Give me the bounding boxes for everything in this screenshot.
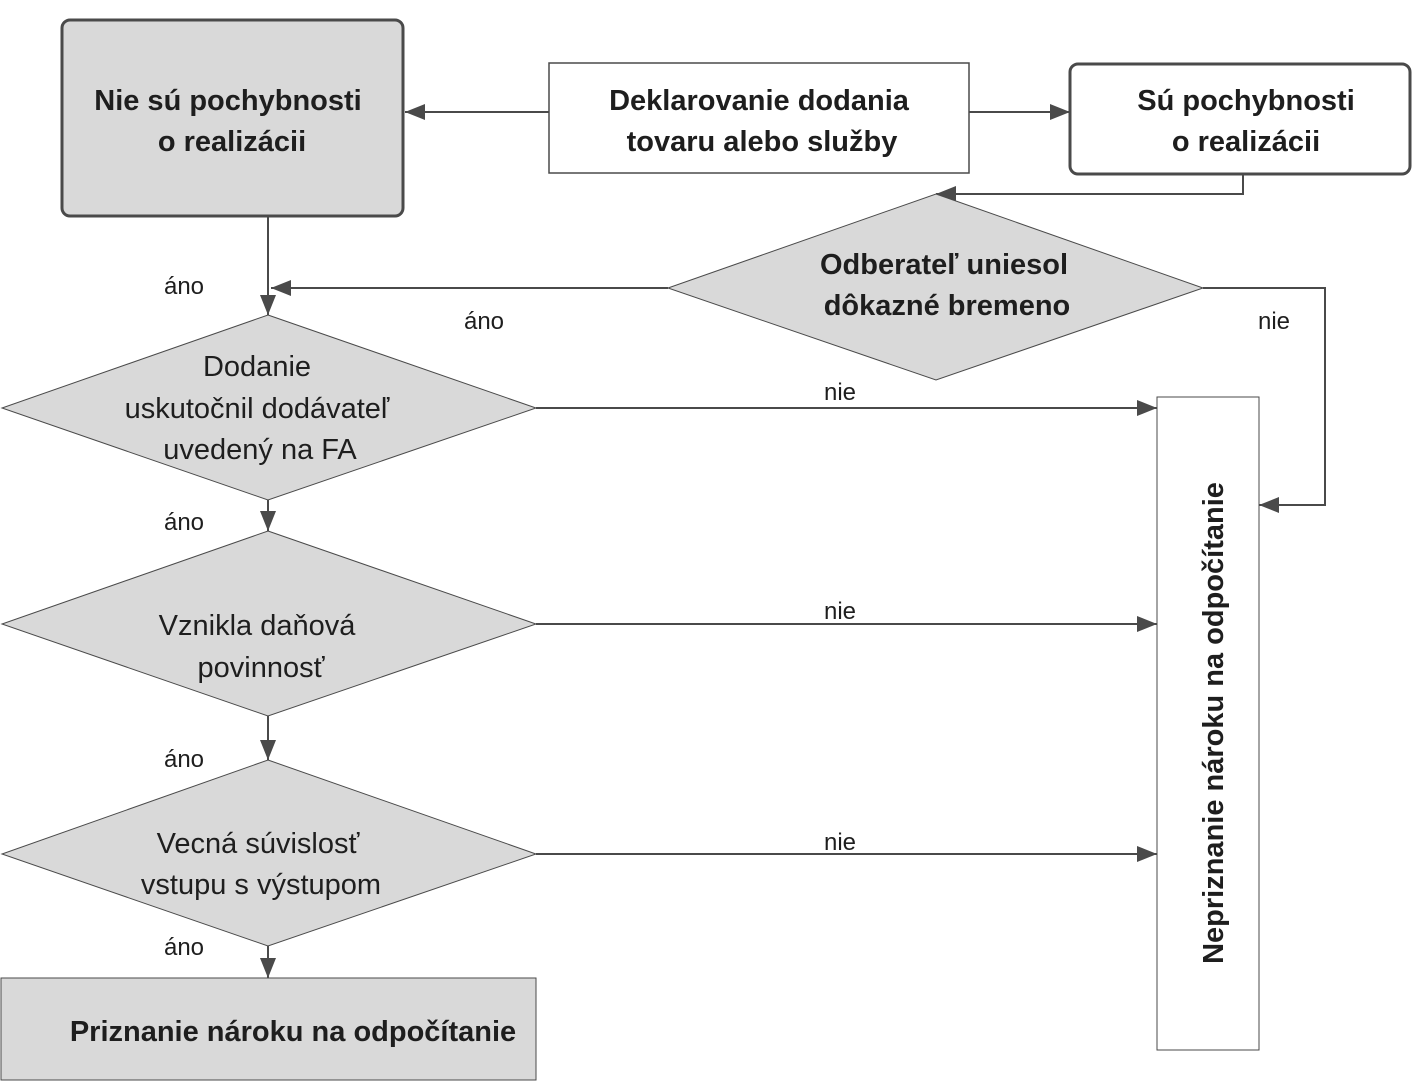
node-granted: Priznanie nároku na odpočítanie (0, 977, 537, 1081)
node-doubts-line1: Sú pochybnosti (1137, 85, 1355, 117)
node-tax-liability-line1: Vznikla daňová (159, 610, 357, 642)
node-declaration-box (548, 62, 970, 174)
node-doubts: Sú pochybnosti o realizácii (1068, 62, 1412, 176)
node-relation-line1: Vecná súvislosť (157, 828, 361, 860)
node-denied-box (1156, 396, 1260, 1051)
node-tax-liability-line2: povinnosť (198, 652, 326, 684)
label-yes-supplier: áno (164, 509, 204, 536)
node-tax-liability: Vznikla daňová povinnosť (0, 530, 538, 717)
node-relation: Vecná súvislosť vstupu s výstupom (0, 759, 538, 947)
node-no-doubts: Nie sú pochybnosti o realizácii (60, 18, 405, 218)
node-no-doubts-line1: Nie sú pochybnosti (94, 85, 361, 117)
label-no-relation: nie (824, 829, 856, 856)
node-doubts-box (1068, 62, 1412, 176)
node-granted-label: Priznanie nároku na odpočítanie (70, 1016, 516, 1048)
node-burden-diamond (666, 193, 1205, 381)
label-yes-tax: áno (164, 746, 204, 773)
node-relation-line2: vstupu s výstupom (141, 869, 381, 901)
node-denied: Nepriznanie nároku na odpočítanie (1156, 396, 1260, 1051)
node-no-doubts-box (60, 18, 405, 218)
node-granted-box (0, 977, 537, 1081)
node-burden-line1: Odberateľ uniesol (820, 249, 1068, 281)
node-supplier: Dodanie uskutočnil dodávateľ uvedený na … (0, 314, 538, 501)
connectors (260, 104, 1326, 978)
label-no-supplier: nie (824, 379, 856, 406)
node-denied-label: Nepriznanie nároku na odpočítanie (1198, 482, 1230, 964)
label-yes-burden: áno (464, 308, 504, 335)
label-no-tax: nie (824, 598, 856, 625)
node-tax-liability-diamond (0, 530, 538, 717)
node-burden: Odberateľ uniesol dôkazné bremeno (666, 193, 1205, 381)
edge-labels: áno áno nie nie áno nie áno nie áno (164, 273, 1290, 961)
node-supplier-diamond (0, 314, 538, 501)
node-declaration: Deklarovanie dodania tovaru alebo služby (548, 62, 970, 174)
node-doubts-line2: o realizácii (1172, 126, 1320, 158)
node-declaration-line1: Deklarovanie dodania (609, 85, 910, 117)
edge-doubts-to-burden (936, 174, 1244, 202)
label-yes-relation: áno (164, 934, 204, 961)
node-supplier-line2: uskutočnil dodávateľ (125, 393, 390, 425)
label-yes-no-doubts: áno (164, 273, 204, 300)
node-no-doubts-line2: o realizácii (158, 126, 306, 158)
label-no-burden: nie (1258, 308, 1290, 335)
node-relation-diamond (0, 759, 538, 947)
node-supplier-line3: uvedený na FA (163, 434, 357, 466)
node-burden-line2: dôkazné bremeno (824, 290, 1071, 322)
node-declaration-line2: tovaru alebo služby (627, 126, 898, 158)
node-supplier-line1: Dodanie (203, 351, 311, 383)
edge-burden-no (1203, 287, 1326, 513)
